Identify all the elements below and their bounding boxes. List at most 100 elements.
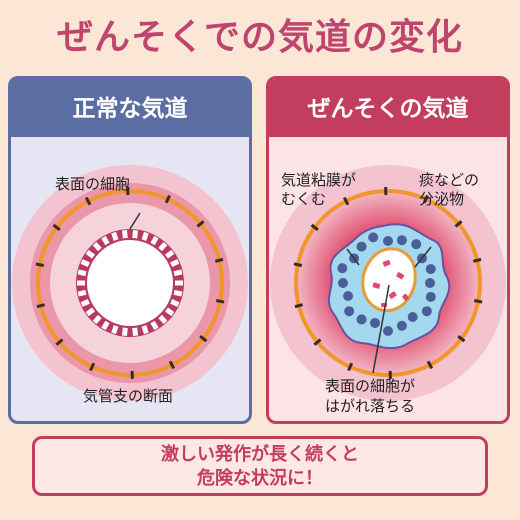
surface-cell-pointer (129, 212, 141, 230)
nucleus (344, 306, 355, 317)
marker (85, 249, 96, 259)
marker (294, 303, 304, 309)
marker (84, 196, 92, 206)
label-shedding-line2: はがれ落ちる (325, 397, 416, 415)
marker (89, 362, 96, 372)
nucleus (343, 290, 354, 301)
marker (457, 334, 466, 343)
normal-airway-diagram (12, 165, 248, 401)
marker (80, 259, 90, 267)
normal-airway-heading: 正常な気道 (11, 79, 249, 137)
nucleus (411, 239, 422, 250)
marker (101, 235, 110, 246)
nucleus (425, 291, 436, 302)
nucleus (421, 306, 432, 317)
nucleus (338, 278, 348, 288)
marker (150, 235, 159, 246)
swelling-pointer (346, 248, 360, 266)
marker (164, 194, 171, 204)
cell-nuclei (337, 232, 436, 336)
marker (473, 299, 483, 304)
asthma-airway-heading: ぜんそくの気道 (269, 79, 507, 137)
marker (293, 262, 303, 267)
airway-lumen (85, 238, 175, 328)
cartilage-ring (36, 189, 224, 377)
label-swelling-line1: 気道粘膜が (281, 171, 357, 189)
marker (454, 220, 463, 228)
marker (55, 338, 64, 346)
warning-line2: 危険な状況に！ (197, 468, 323, 489)
marker (35, 262, 45, 267)
marker (36, 303, 46, 309)
label-shedding-line1: 表面の細胞が (325, 377, 416, 395)
warning-callout: 激しい発作が長く続くと 危険な状況に！ (32, 436, 488, 496)
marker (313, 338, 322, 346)
marker (111, 325, 119, 335)
marker (77, 269, 87, 277)
normal-airway-panel: 正常な気道 表面の細胞 気管支の断面 (8, 76, 252, 424)
nucleus (407, 311, 418, 322)
nucleus (383, 236, 393, 246)
marker (158, 241, 168, 252)
marker (121, 327, 128, 336)
marker (199, 334, 208, 343)
label-swelling-line2: むくむ (281, 190, 327, 208)
marker (426, 360, 434, 370)
marker (150, 320, 159, 331)
marker (164, 307, 175, 317)
cartilage-markers (293, 186, 483, 380)
nucleus (356, 241, 367, 252)
nucleus (383, 326, 393, 336)
page-title: ぜんそくでの気道の変化 (57, 17, 463, 58)
nucleus (370, 317, 381, 328)
shedding-pointer (372, 284, 390, 374)
marker (132, 327, 139, 336)
marker (92, 241, 102, 252)
marker (111, 231, 119, 241)
marker (92, 314, 102, 325)
secretion-pointer (414, 246, 432, 268)
marker (141, 325, 149, 335)
marker (347, 362, 354, 372)
marker (168, 360, 176, 370)
label-secretion-line2: 分泌物 (419, 190, 465, 208)
marker (158, 314, 168, 325)
marker (310, 223, 319, 232)
nucleus (425, 278, 435, 288)
nucleus (396, 235, 407, 246)
asthma-airway-panel: ぜんそくの気道 気道粘膜が むくむ 痰などの 分泌物 表面の細 (266, 76, 510, 424)
marker (214, 257, 224, 263)
marker (164, 249, 175, 259)
cartilage-ring (294, 189, 482, 377)
marker (342, 196, 350, 206)
marker (173, 269, 183, 277)
marker (101, 320, 110, 331)
marker (422, 194, 429, 204)
nucleus (425, 264, 436, 275)
marker (170, 259, 180, 267)
asthma-airway-diagram (270, 165, 506, 401)
marker (52, 223, 61, 232)
marker (472, 257, 482, 263)
marker (121, 230, 128, 239)
marker (173, 289, 183, 297)
marker (196, 220, 205, 228)
shed-cell-fragments (372, 260, 410, 307)
marker (215, 299, 225, 304)
label-surface-cells: 表面の細胞 (55, 175, 131, 193)
label-bronchus-section: 気管支の断面 (83, 387, 174, 405)
marker (77, 289, 87, 297)
marker (132, 230, 139, 239)
nucleus (396, 320, 407, 331)
warning-line1: 激しい発作が長く続くと (161, 444, 359, 465)
marker (80, 299, 90, 307)
marker (85, 307, 96, 317)
nucleus (356, 314, 367, 325)
cartilage-markers (35, 186, 225, 380)
marker (170, 299, 180, 307)
surface-cells (77, 230, 183, 336)
nucleus (368, 232, 379, 243)
marker (141, 231, 149, 241)
narrowed-lumen (361, 247, 417, 312)
nucleus (337, 263, 348, 274)
